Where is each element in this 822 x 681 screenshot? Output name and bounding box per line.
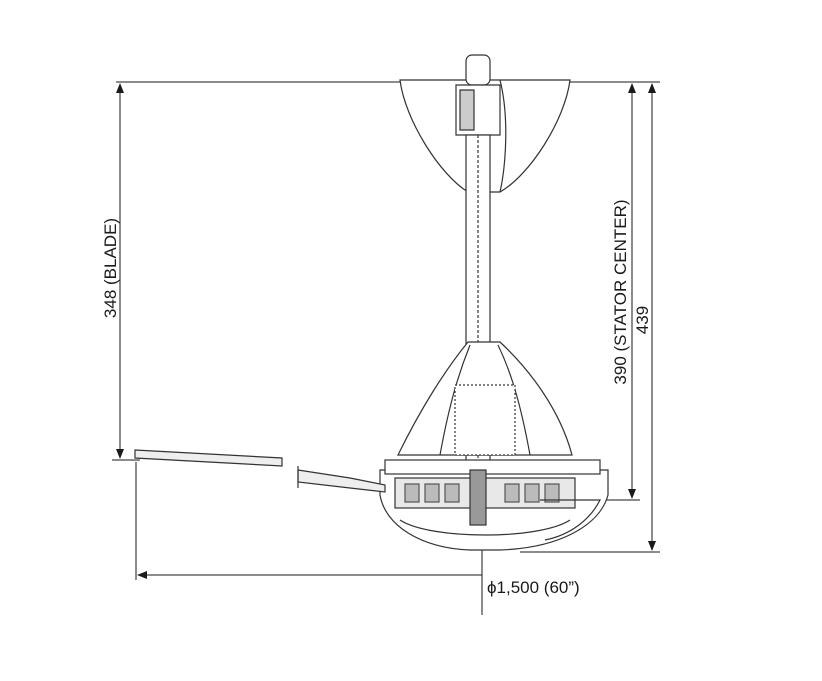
diameter-label: ϕ1,500 (60”) <box>487 578 580 597</box>
stator-center-label: 390 (STATOR CENTER) <box>611 199 630 385</box>
overall-height-label: 439 <box>633 305 652 335</box>
blade-holder <box>297 469 386 493</box>
fan-blade <box>134 449 283 467</box>
fan-body <box>134 54 609 551</box>
blade-height-label: 348 (BLADE) <box>101 217 120 319</box>
